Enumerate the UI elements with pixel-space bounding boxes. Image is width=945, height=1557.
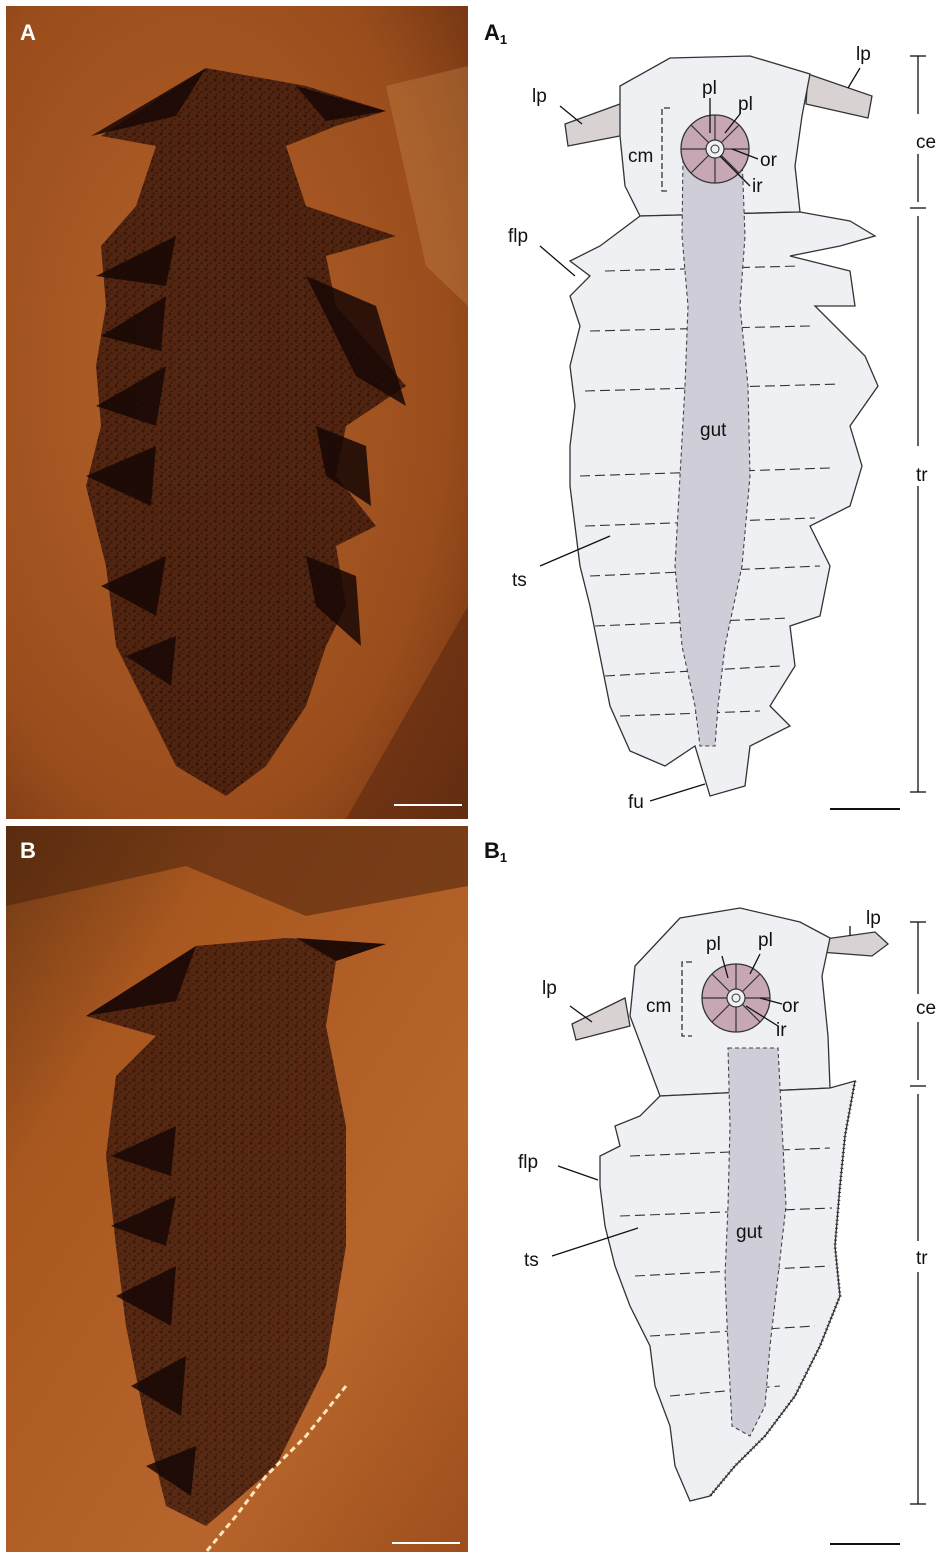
lateral-projection-left-b1 (572, 998, 630, 1040)
label-tr-a1: tr (916, 465, 928, 486)
label-ce-b1: ce (916, 998, 936, 1019)
label-lp-left-a1: lp (532, 86, 547, 107)
interpretive-drawing-a1: lp lp pl pl cm or ir flp gut ts fu ce tr (470, 6, 945, 819)
label-ce-a1: ce (916, 132, 936, 153)
label-gut-b1: gut (736, 1222, 763, 1243)
label-flp-b1: flp (518, 1152, 538, 1173)
scale-bar-b (392, 1542, 460, 1544)
dimension-lines-a1 (910, 56, 926, 792)
fossil-photo-a (6, 6, 468, 819)
panel-label-b: B (20, 838, 36, 864)
photo-panel-b: B (6, 826, 468, 1552)
label-pl-1-a1: pl (702, 78, 717, 99)
label-flp-a1: flp (508, 226, 528, 247)
panel-label-a: A (20, 20, 36, 46)
label-ir-b1: ir (776, 1020, 787, 1041)
label-tr-b1: tr (916, 1248, 928, 1269)
label-pl-1-b1: pl (706, 934, 721, 955)
lateral-projection-right-a1 (806, 74, 872, 118)
label-ts-b1: ts (524, 1250, 539, 1271)
label-lp-left-b1: lp (542, 978, 557, 999)
label-cm-b1: cm (646, 996, 671, 1017)
label-fu-a1: fu (628, 792, 644, 813)
panel-label-b1: B1 (484, 838, 507, 865)
label-gut-a1: gut (700, 420, 727, 441)
label-pl-2-b1: pl (758, 930, 773, 951)
panel-label-a1: A1 (484, 20, 507, 47)
label-lp-right-a1: lp (856, 44, 871, 65)
label-ir-a1: ir (752, 176, 763, 197)
scale-bar-a (394, 804, 462, 806)
drawing-panel-b1: lp lp pl pl cm or ir flp gut ts ce tr B1 (470, 826, 945, 1552)
label-pl-2-a1: pl (738, 94, 753, 115)
label-lp-right-b1: lp (866, 908, 881, 929)
label-cm-a1: cm (628, 146, 653, 167)
photo-panel-a: A (6, 6, 468, 819)
drawing-panel-a1: lp lp pl pl cm or ir flp gut ts fu ce tr… (470, 6, 945, 819)
interpretive-drawing-b1: lp lp pl pl cm or ir flp gut ts ce tr (470, 826, 945, 1552)
inner-ring-a1 (706, 140, 724, 158)
label-or-a1: or (760, 150, 778, 171)
label-or-b1: or (782, 996, 800, 1017)
fossil-photo-b (6, 826, 468, 1552)
label-ts-a1: ts (512, 570, 527, 591)
inner-ring-b1 (727, 989, 745, 1007)
